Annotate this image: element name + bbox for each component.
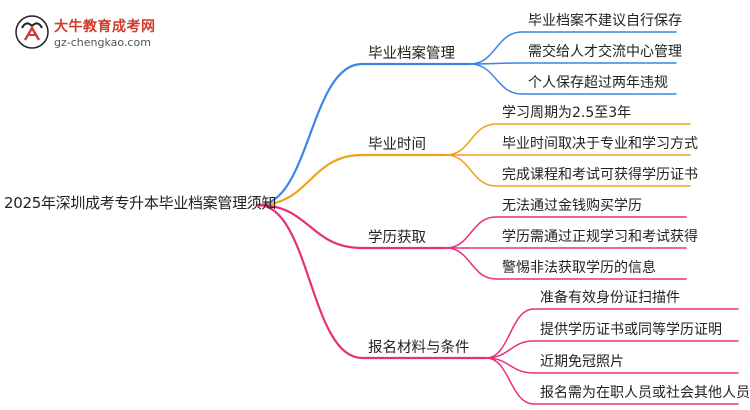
- leaf-node: 完成课程和考试可获得学历证书: [502, 167, 698, 183]
- branch-label: 毕业档案管理: [368, 46, 455, 62]
- leaf-connector: [469, 62, 677, 65]
- leaf-node: 需交给人才交流中心管理: [528, 44, 682, 60]
- leaf-connector: [445, 216, 687, 249]
- leaf-connector: [485, 357, 739, 405]
- leaf-node: 提供学历证书或同等学历证明: [540, 322, 722, 338]
- leaf-connector: [469, 31, 677, 65]
- branch-connector: [256, 203, 448, 250]
- logo: 大牛教育成考网 gz-chengkao.com: [14, 14, 214, 54]
- logo-url: gz-chengkao.com: [54, 36, 151, 49]
- leaf-node: 无法通过金钱购买学历: [502, 198, 642, 214]
- branch-connector: [256, 62, 472, 207]
- leaf-connector: [445, 123, 691, 156]
- branch-label: 毕业时间: [368, 137, 426, 153]
- branch-connector: [256, 153, 448, 207]
- leaf-connector: [469, 63, 677, 95]
- leaf-node: 毕业时间取决于专业和学习方式: [502, 136, 698, 152]
- branch-connector: [256, 203, 488, 360]
- branch-label: 学历获取: [368, 230, 426, 246]
- leaf-connector: [485, 357, 739, 374]
- bull-logo-icon: [15, 15, 49, 49]
- leaf-connector: [445, 247, 687, 280]
- leaf-connector: [485, 308, 739, 359]
- root-node: 2025年深圳成考专升本毕业档案管理须知: [4, 194, 277, 212]
- leaf-node: 个人保存超过两年违规: [528, 75, 668, 91]
- leaf-connector: [445, 154, 691, 187]
- leaf-node: 准备有效身份证扫描件: [540, 290, 680, 306]
- leaf-node: 学历需通过正规学习和考试获得: [502, 229, 698, 245]
- leaf-node: 学习周期为2.5至3年: [502, 105, 632, 121]
- leaf-connector: [485, 340, 739, 359]
- logo-title: 大牛教育成考网: [54, 19, 156, 35]
- leaf-node: 近期免冠照片: [540, 354, 624, 370]
- leaf-node: 报名需为在职人员或社会其他人员: [540, 385, 750, 401]
- branch-label: 报名材料与条件: [368, 340, 470, 356]
- leaf-node: 警惕非法获取学历的信息: [502, 260, 656, 276]
- leaf-node: 毕业档案不建议自行保存: [528, 13, 682, 29]
